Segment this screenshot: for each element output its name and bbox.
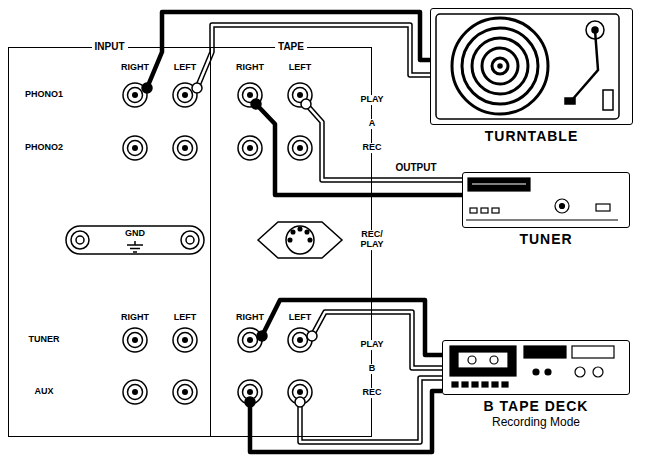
section-heading: INPUT (92, 41, 128, 52)
turntable-box: TURNTABLE (430, 8, 633, 125)
din-socket (258, 222, 342, 258)
rca-jacks (123, 83, 312, 404)
rca-plug (245, 397, 255, 407)
jack-label: LEFT (288, 313, 313, 323)
audio-cable (245, 378, 442, 452)
rca-plug (251, 99, 261, 109)
cable-line (306, 104, 462, 180)
cable-label: OUTPUT (394, 162, 437, 173)
cable-core (312, 312, 442, 368)
tape-panel: TAPE (210, 47, 372, 437)
jack-label: LEFT (173, 313, 198, 323)
jack-label: LEFT (288, 63, 313, 73)
turntable-illustration (436, 14, 619, 119)
cable-line (197, 25, 430, 88)
cable-core (306, 104, 462, 180)
device-label: B TAPE DECK (443, 399, 629, 414)
jack-label: PLAY (359, 340, 384, 350)
device-label: TURNTABLE (431, 129, 632, 144)
ground-label: GND (124, 229, 146, 239)
jack-label: REC (361, 388, 382, 398)
jack-label: REC/ PLAY (356, 230, 388, 250)
jack-label: TUNER (28, 335, 61, 345)
jack-label: B (368, 364, 377, 374)
rca-plug (257, 331, 267, 341)
rca-plug (301, 99, 311, 109)
jack-label: PHONO1 (24, 90, 64, 100)
jack-label: RIGHT (120, 63, 150, 73)
cable-line (300, 378, 442, 442)
input-panel: INPUT (8, 47, 210, 437)
jack-label: PLAY (359, 95, 384, 105)
audio-cable (257, 300, 442, 368)
jack-label: PHONO2 (24, 143, 64, 153)
cable-core (197, 25, 430, 88)
jack-label: RIGHT (235, 313, 265, 323)
jack-label: LEFT (173, 63, 198, 73)
tuner-illustration (466, 178, 618, 220)
jack-label: RIGHT (235, 63, 265, 73)
jack-label: A (368, 119, 377, 129)
cable-line (147, 12, 430, 88)
tape-deck-illustration (450, 346, 614, 387)
tape-deck-box: B TAPE DECKRecording Mode (442, 340, 630, 395)
rca-plug (142, 83, 152, 93)
ground-terminal (66, 226, 204, 254)
section-heading: TAPE (275, 41, 307, 52)
jack-label: REC (361, 143, 382, 153)
cable-line (312, 312, 442, 368)
rca-plug (307, 331, 317, 341)
tuner-box: TUNER (462, 172, 630, 228)
jack-label: AUX (33, 387, 54, 397)
audio-cable (142, 12, 430, 93)
cable-line (262, 300, 442, 355)
cable-core (300, 378, 442, 442)
rca-plug (192, 83, 202, 93)
device-sublabel: Recording Mode (443, 416, 629, 429)
cable-line (256, 104, 462, 195)
jack-label: RIGHT (120, 313, 150, 323)
rca-plug (295, 397, 305, 407)
device-label: TUNER (463, 232, 629, 247)
